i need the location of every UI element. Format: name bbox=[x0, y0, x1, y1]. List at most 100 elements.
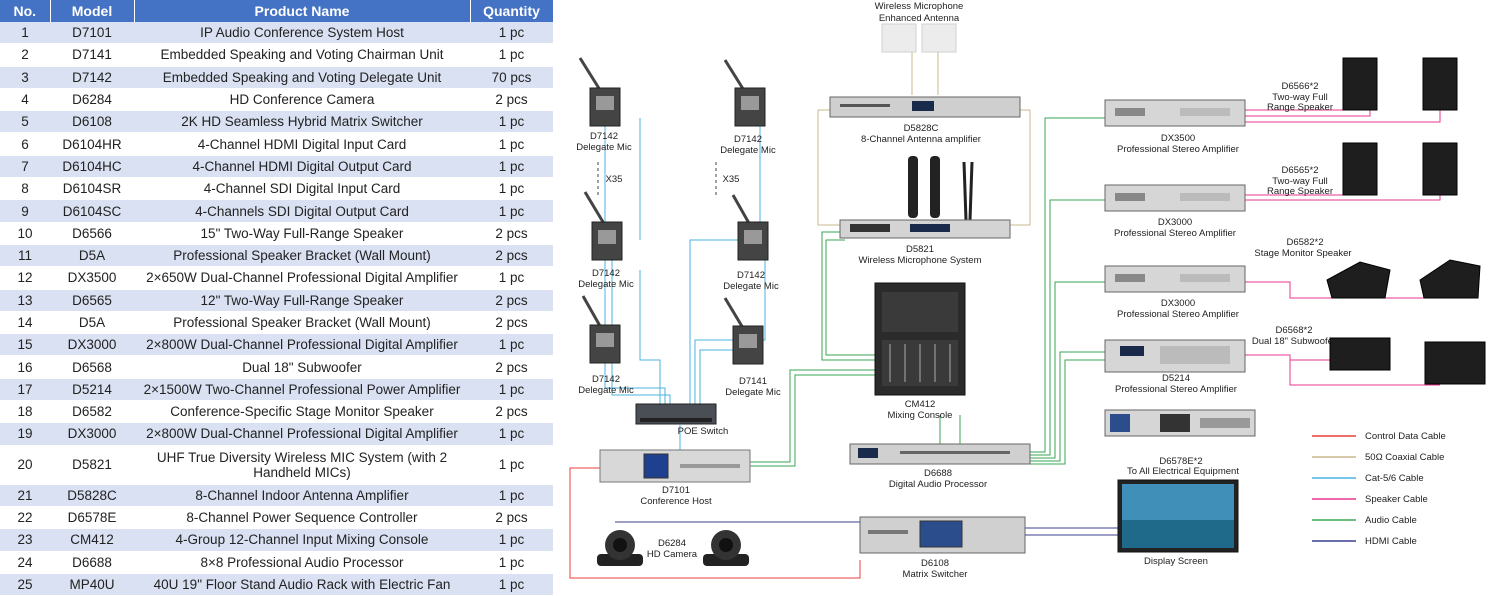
mic-tr-name: Delegate Mic bbox=[720, 145, 776, 156]
mic-bl-model: D7142 bbox=[592, 374, 620, 385]
legend-label: 50Ω Coaxial Cable bbox=[1365, 452, 1444, 463]
cell-no: 24 bbox=[0, 551, 50, 574]
delegate-mic-mid-left bbox=[583, 191, 623, 261]
hd-camera-right bbox=[703, 530, 749, 566]
camera-name: HD Camera bbox=[647, 549, 698, 560]
cell-model: D5A bbox=[50, 311, 134, 335]
amp1-name: Professional Stereo Amplifier bbox=[1117, 144, 1239, 155]
delegate-mic-top-right bbox=[723, 59, 766, 127]
cell-product-name: 12" Two-Way Full-Range Speaker bbox=[134, 289, 470, 312]
cell-quantity: 1 pc bbox=[470, 333, 553, 357]
cell-product-name: UHF True Diversity Wireless MIC System (… bbox=[134, 445, 470, 485]
cell-quantity: 2 pcs bbox=[470, 88, 553, 112]
amplifier-d5214 bbox=[1104, 339, 1246, 373]
cell-quantity: 2 pcs bbox=[470, 400, 553, 424]
cell-quantity: 2 pcs bbox=[470, 244, 553, 268]
spk1-model: D6566*2 bbox=[1282, 81, 1319, 92]
matrix-switcher bbox=[859, 516, 1026, 554]
cell-no: 22 bbox=[0, 506, 50, 530]
cell-quantity: 70 pcs bbox=[470, 66, 553, 89]
cell-no: 9 bbox=[0, 199, 50, 223]
poe-switch bbox=[635, 403, 717, 425]
cell-product-name: 40U 19" Floor Stand Audio Rack with Elec… bbox=[134, 573, 470, 596]
cell-product-name: 2×650W Dual-Channel Professional Digital… bbox=[134, 266, 470, 290]
cell-model: D6568 bbox=[50, 355, 134, 379]
cell-model: D6104SR bbox=[50, 177, 134, 201]
cell-product-name: 4-Channels SDI Digital Output Card bbox=[134, 199, 470, 223]
cell-quantity: 1 pc bbox=[470, 484, 553, 507]
amplifier-dx3000-1 bbox=[1104, 184, 1246, 212]
cell-product-name: Professional Speaker Bracket (Wall Mount… bbox=[134, 244, 470, 268]
cell-product-name: Conference-Specific Stage Monitor Speake… bbox=[134, 400, 470, 424]
cell-model: D6104SC bbox=[50, 199, 134, 223]
delegate-mic-bottom-left bbox=[581, 295, 621, 364]
cell-model: D6284 bbox=[50, 88, 134, 112]
cell-no: 5 bbox=[0, 110, 50, 134]
cell-product-name: 4-Group 12-Channel Input Mixing Console bbox=[134, 528, 470, 552]
cell-quantity: 1 pc bbox=[470, 551, 553, 574]
delegate-mic-top-left bbox=[578, 57, 621, 127]
matrix-name: Matrix Switcher bbox=[903, 569, 968, 580]
cell-product-name: 8-Channel Indoor Antenna Amplifier bbox=[134, 484, 470, 507]
cell-quantity: 1 pc bbox=[470, 422, 553, 446]
amp2-model: DX3000 bbox=[1158, 217, 1192, 228]
seq-name: To All Electrical Equipment bbox=[1127, 466, 1239, 477]
cell-model: D6104HR bbox=[50, 132, 134, 156]
cell-product-name: 2×800W Dual-Channel Professional Digital… bbox=[134, 422, 470, 446]
spk3-name: Stage Monitor Speaker bbox=[1254, 248, 1351, 259]
cell-product-name: 8-Channel Power Sequence Controller bbox=[134, 506, 470, 530]
cell-quantity: 2 pcs bbox=[470, 355, 553, 379]
cell-model: D5821 bbox=[50, 445, 134, 485]
cell-product-name: 4-Channel HDMI Digital Output Card bbox=[134, 155, 470, 179]
cell-quantity: 2 pcs bbox=[470, 289, 553, 312]
cell-model: D6578E bbox=[50, 506, 134, 530]
cell-no: 25 bbox=[0, 573, 50, 596]
conference-host bbox=[599, 449, 751, 483]
cell-model: CM412 bbox=[50, 528, 134, 552]
system-diagram: Wireless Microphone Enhanced Antenna D71… bbox=[569, 1, 1486, 580]
hdmi-cable-group bbox=[615, 521, 1118, 536]
amp4-name: Professional Stereo Amplifier bbox=[1115, 384, 1237, 395]
mixing-console bbox=[874, 282, 966, 396]
cell-model: DX3000 bbox=[50, 422, 134, 446]
cell-product-name: HD Conference Camera bbox=[134, 88, 470, 112]
delegate-mic-mid-right bbox=[731, 194, 769, 261]
cell-product-name: IP Audio Conference System Host bbox=[134, 22, 470, 45]
cell-no: 7 bbox=[0, 155, 50, 179]
cell-no: 18 bbox=[0, 400, 50, 424]
cell-quantity: 1 pc bbox=[470, 132, 553, 156]
cell-no: 16 bbox=[0, 355, 50, 379]
col-header-quantity: Quantity bbox=[470, 0, 554, 22]
mic-br-name: Delegate Mic bbox=[725, 387, 781, 398]
legend-label: Speaker Cable bbox=[1365, 494, 1428, 505]
cell-model: MP40U bbox=[50, 573, 134, 596]
mixer-model: CM412 bbox=[905, 399, 936, 410]
legend-label: Audio Cable bbox=[1365, 515, 1417, 526]
cell-quantity: 1 pc bbox=[470, 155, 553, 179]
cell-product-name: 4-Channel HDMI Digital Input Card bbox=[134, 132, 470, 156]
mic-ml-model: D7142 bbox=[592, 268, 620, 279]
cell-model: D6108 bbox=[50, 110, 134, 134]
cell-product-name: Embedded Speaking and Voting Delegate Un… bbox=[134, 66, 470, 89]
cell-model: D7142 bbox=[50, 66, 134, 89]
spk3-model: D6582*2 bbox=[1287, 237, 1324, 248]
audio-processor bbox=[849, 443, 1031, 465]
cell-product-name: 15" Two-Way Full-Range Speaker bbox=[134, 222, 470, 245]
control-cable-group bbox=[569, 467, 861, 579]
cell-quantity: 1 pc bbox=[470, 177, 553, 201]
mixer-name: Mixing Console bbox=[888, 410, 953, 421]
cell-model: D6688 bbox=[50, 551, 134, 574]
